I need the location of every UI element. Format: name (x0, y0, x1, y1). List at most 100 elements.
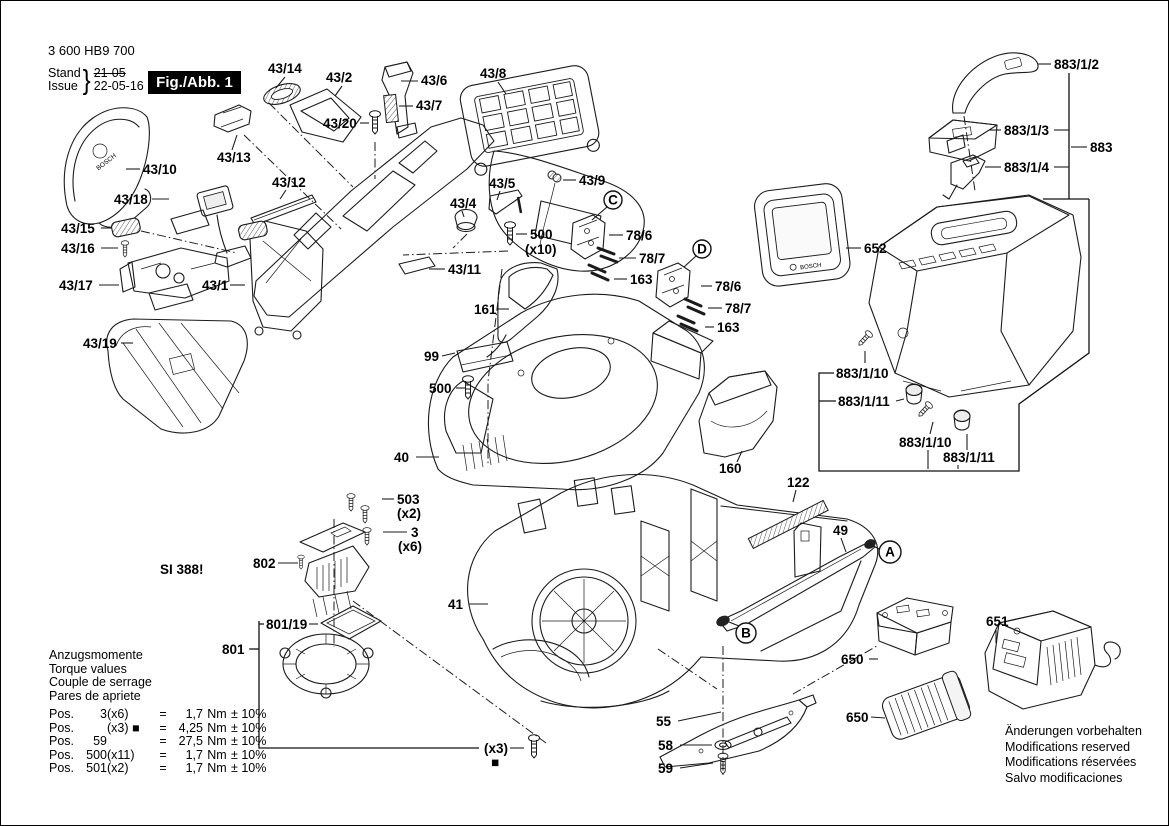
part-label-650: 650 (846, 710, 869, 725)
part-bracket-78-6-c (570, 214, 606, 260)
part-screw-x3 (528, 734, 540, 759)
leader-line (683, 255, 697, 268)
part-deck-housing-41 (467, 473, 879, 709)
part-label-163: 163 (717, 320, 740, 335)
part-label-43-18: 43/18 (114, 192, 148, 207)
part-motor-plate-801 (279, 605, 382, 699)
part-screw-802 (297, 554, 305, 570)
part-deflector-161 (486, 262, 559, 358)
leader-line (461, 210, 465, 218)
part-pins-163-d (676, 314, 699, 333)
stand-value: 21-05 (93, 66, 126, 80)
torque-table: Anzugsmomente Torque values Couple de se… (49, 648, 279, 776)
bosch-logo-icon (92, 143, 108, 159)
issue-value: 22-05-16 (93, 79, 144, 93)
part-label-43-20: 43/20 (323, 116, 357, 131)
part-label-SI-388: SI 388! (160, 562, 204, 577)
part-handle-hood-43-10: BOSCH (63, 107, 152, 228)
part-label-43-4: 43/4 (450, 196, 477, 211)
part-label-883-1-11: 883/1/11 (838, 394, 890, 409)
part-screw-500a (504, 221, 516, 246)
part-label-500: 500 (530, 227, 553, 242)
part-rear-chute-160 (698, 370, 778, 458)
note-de: Änderungen vorbehalten (1005, 724, 1142, 738)
part-label-: ■ (491, 755, 499, 770)
part-label-43-14: 43/14 (268, 61, 302, 76)
part-strip-43-12 (250, 194, 317, 226)
view-marker-circle-A (878, 540, 902, 564)
leader-line (870, 716, 886, 719)
torque-title-en: Torque values (49, 661, 127, 676)
part-label-43-12: 43/12 (272, 175, 306, 190)
part-label-78-6: 78/6 (626, 228, 653, 243)
part-label-801: 801 (222, 642, 245, 657)
part-label-43-9: 43/9 (579, 173, 605, 188)
note-es: Salvo modificaciones (1005, 770, 1123, 785)
part-label-883-1-10: 883/1/10 (899, 435, 952, 450)
figure-badge: Fig./Abb. 1 (148, 71, 241, 94)
part-label-883-1-4: 883/1/4 (1004, 160, 1050, 175)
part-label-78-6: 78/6 (715, 279, 742, 294)
part-charger-651 (984, 610, 1121, 710)
part-label-59: 59 (658, 761, 673, 776)
part-label-55: 55 (656, 714, 672, 729)
bosch-logo-text: BOSCH (95, 152, 118, 172)
document-number: 3 600 HB9 700 (48, 43, 135, 58)
leader-line (334, 85, 343, 97)
part-label-802: 802 (253, 556, 276, 571)
part-label-43-1: 43/1 (202, 278, 229, 293)
part-latch-883-1-3 (928, 119, 998, 162)
part-lever-43-6 (381, 61, 418, 139)
leader-line (929, 421, 934, 435)
part-plate-43-11 (398, 256, 436, 275)
part-label-122: 122 (787, 475, 810, 490)
part-label-883-1-2: 883/1/2 (1054, 57, 1099, 72)
part-cap-43-14 (263, 83, 301, 105)
part-label-43-10: 43/10 (143, 162, 177, 177)
part-pin-883-1-10a (855, 329, 875, 349)
part-label-58: 58 (658, 738, 674, 753)
leader-line (591, 206, 608, 221)
part-spring-pin-43-9 (539, 170, 562, 246)
view-marker-circle-B (735, 622, 757, 644)
part-label-43-17: 43/17 (59, 278, 93, 293)
issue-label: Issue (48, 79, 78, 93)
part-label-651: 651 (986, 614, 1009, 629)
part-label-99: 99 (424, 349, 439, 364)
part-label-43-8: 43/8 (480, 66, 507, 81)
part-label-x2: (x2) (397, 506, 421, 521)
leader-line (231, 134, 238, 151)
part-label-160: 160 (719, 461, 742, 476)
part-label-x3: (x3) (484, 741, 508, 756)
part-label-43-6: 43/6 (421, 73, 448, 88)
part-screw-503a (346, 493, 356, 512)
stand-label: Stand (48, 66, 81, 80)
leader-line (736, 450, 743, 463)
view-marker-letter-D: D (697, 242, 707, 257)
leader-line (869, 543, 880, 550)
part-display-cover-652: BOSCH (753, 183, 851, 287)
part-label-49: 49 (833, 523, 848, 538)
view-marker-letter-B: B (741, 626, 751, 641)
part-label-40: 40 (394, 450, 409, 465)
part-label-883-1-11: 883/1/11 (943, 450, 995, 465)
leader-line (497, 81, 507, 95)
part-label-500: 500 (429, 381, 452, 396)
part-screw-43-20 (369, 110, 381, 135)
part-screw-43-16 (120, 240, 130, 258)
part-label-801-19: 801/19 (266, 617, 307, 632)
view-marker-circle-C (603, 190, 623, 210)
part-label-503: 503 (397, 492, 420, 507)
part-battery-650a (876, 597, 954, 656)
part-label-43-13: 43/13 (217, 150, 251, 165)
leader-line (840, 537, 847, 553)
part-label-43-7: 43/7 (416, 98, 442, 113)
part-spring-122 (747, 499, 829, 550)
leader-line (792, 489, 797, 503)
part-blade-55 (659, 694, 817, 768)
view-marker-circle-D (692, 239, 712, 259)
leader-line (679, 762, 714, 769)
